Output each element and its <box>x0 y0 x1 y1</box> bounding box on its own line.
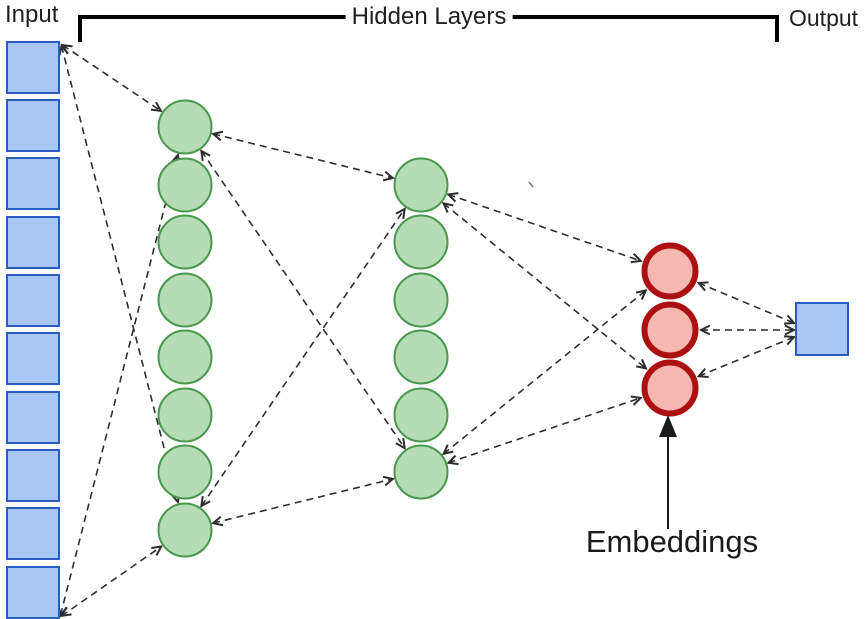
input-node <box>6 391 60 444</box>
hidden1-node <box>157 272 213 328</box>
connector-line <box>448 194 640 260</box>
embedding-node <box>641 242 699 300</box>
hidden2-node <box>393 329 449 385</box>
stray-mark <box>528 181 534 188</box>
hidden-layers-label: Hidden Layers <box>345 3 513 31</box>
hidden2-node <box>393 272 449 328</box>
hidden2-node <box>393 157 449 213</box>
hidden1-node <box>157 157 213 213</box>
input-label: Input <box>5 1 59 28</box>
hidden2-node <box>393 387 449 443</box>
input-node <box>6 566 60 619</box>
input-node <box>6 332 60 385</box>
input-node <box>6 157 60 210</box>
connector-line <box>62 547 162 616</box>
hidden1-node <box>157 502 213 558</box>
connector-line <box>201 209 404 506</box>
output-label: Output <box>789 5 859 31</box>
connector-line <box>63 45 161 111</box>
input-node <box>6 274 60 327</box>
connector-line <box>213 479 393 523</box>
input-node <box>6 507 60 560</box>
hidden1-node <box>157 444 213 500</box>
hidden1-node <box>157 214 213 270</box>
connector-line <box>699 283 794 323</box>
embeddings-arrowhead-icon <box>659 415 677 437</box>
input-node <box>6 449 60 502</box>
hidden1-node <box>157 329 213 385</box>
embedding-node <box>641 301 699 359</box>
input-node <box>6 99 60 152</box>
connector-line <box>201 151 404 448</box>
hidden1-node <box>157 99 213 155</box>
connector-line <box>213 134 393 178</box>
embeddings-label: Embeddings <box>585 524 759 559</box>
hidden2-node <box>393 214 449 270</box>
output-node <box>795 302 849 356</box>
embedding-node <box>641 359 699 417</box>
connector-line <box>60 155 177 615</box>
connector-line <box>61 46 177 502</box>
input-node <box>6 216 60 269</box>
input-node <box>6 41 60 94</box>
hidden2-node <box>393 444 449 500</box>
connector-line <box>448 398 640 463</box>
connector-line <box>699 337 794 376</box>
connector-line <box>444 290 646 453</box>
hidden1-node <box>157 387 213 443</box>
